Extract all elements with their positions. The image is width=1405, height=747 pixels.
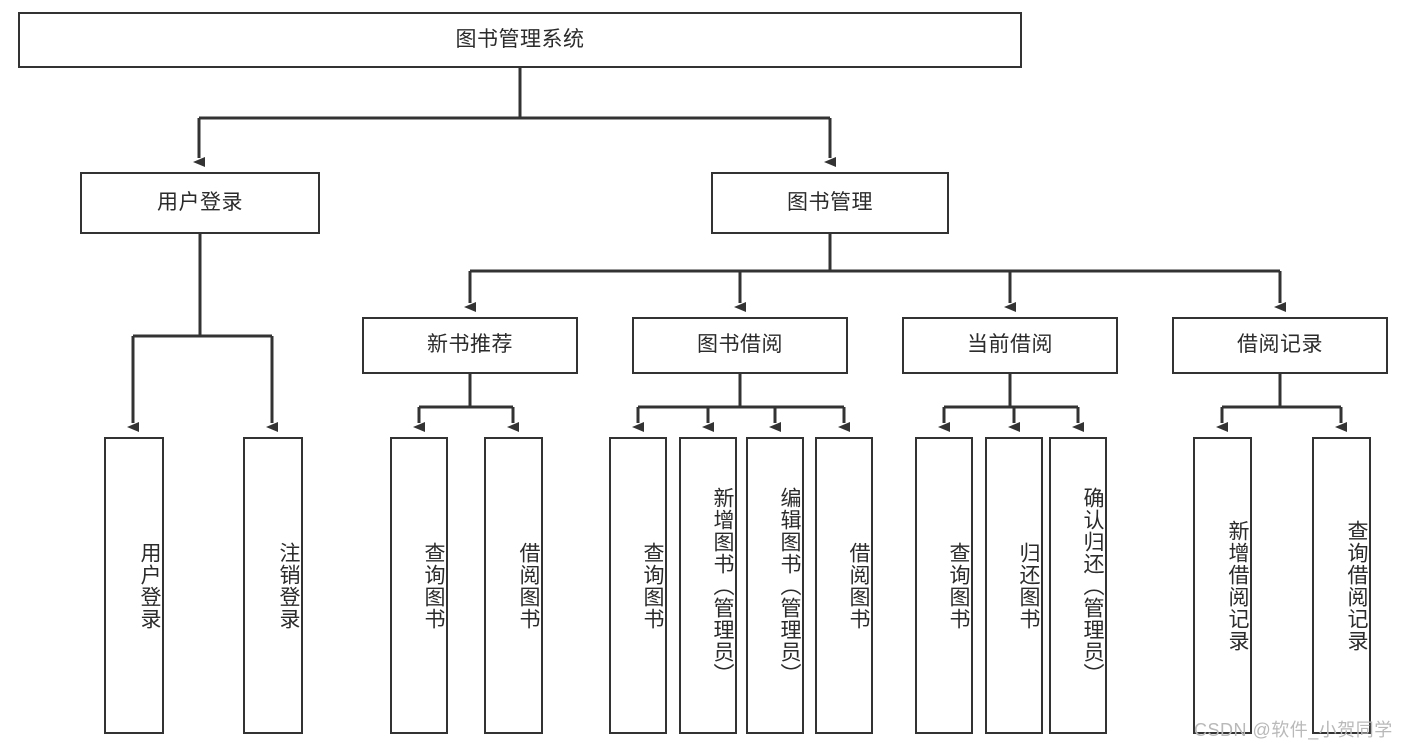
node-leaf-edit-book-label: 编辑图书（管理员） [778, 486, 801, 685]
node-leaf-add-record-label: 新增借阅记录 [1226, 519, 1249, 652]
node-leaf-logout[interactable]: 注销登录 [243, 437, 303, 734]
node-book-borrow-label: 图书借阅 [697, 333, 783, 357]
watermark-text: CSDN @软件_小贺同学 [1194, 720, 1393, 740]
node-root-label: 图书管理系统 [455, 27, 585, 51]
node-borrow-record-label: 借阅记录 [1237, 333, 1323, 357]
node-leaf-borrow-book-2-label: 借阅图书 [847, 541, 870, 630]
node-leaf-user-login[interactable]: 用户登录 [104, 437, 164, 734]
node-current-borrow-label: 当前借阅 [967, 333, 1053, 357]
node-leaf-borrow-book-2[interactable]: 借阅图书 [815, 437, 873, 734]
node-new-book-recommend-label: 新书推荐 [427, 333, 513, 357]
node-leaf-borrow-book-1[interactable]: 借阅图书 [484, 437, 543, 734]
node-leaf-add-record[interactable]: 新增借阅记录 [1193, 437, 1252, 734]
node-leaf-borrow-book-1-label: 借阅图书 [517, 541, 540, 630]
node-leaf-add-book-label: 新增图书（管理员） [711, 486, 734, 685]
node-leaf-user-login-label: 用户登录 [138, 541, 161, 630]
node-root[interactable]: 图书管理系统 [18, 12, 1022, 68]
node-leaf-logout-label: 注销登录 [277, 541, 300, 630]
node-leaf-add-book[interactable]: 新增图书（管理员） [679, 437, 737, 734]
node-leaf-query-record-label: 查询借阅记录 [1345, 519, 1368, 652]
node-leaf-return-book[interactable]: 归还图书 [985, 437, 1043, 734]
node-leaf-edit-book[interactable]: 编辑图书（管理员） [746, 437, 804, 734]
node-book-borrow[interactable]: 图书借阅 [632, 317, 848, 374]
node-leaf-query-record[interactable]: 查询借阅记录 [1312, 437, 1371, 734]
node-leaf-query-book-2-label: 查询图书 [641, 541, 664, 630]
node-book-manage-label: 图书管理 [787, 190, 873, 214]
node-new-book-recommend[interactable]: 新书推荐 [362, 317, 578, 374]
node-leaf-confirm-return[interactable]: 确认归还（管理员） [1049, 437, 1107, 734]
node-leaf-query-book-3[interactable]: 查询图书 [915, 437, 973, 734]
node-book-manage[interactable]: 图书管理 [711, 172, 949, 234]
node-current-borrow[interactable]: 当前借阅 [902, 317, 1118, 374]
node-leaf-query-book-3-label: 查询图书 [947, 541, 970, 630]
node-leaf-return-book-label: 归还图书 [1017, 541, 1040, 630]
node-leaf-query-book-1[interactable]: 查询图书 [390, 437, 448, 734]
node-user-login[interactable]: 用户登录 [80, 172, 320, 234]
node-borrow-record[interactable]: 借阅记录 [1172, 317, 1388, 374]
node-leaf-query-book-2[interactable]: 查询图书 [609, 437, 667, 734]
node-leaf-confirm-return-label: 确认归还（管理员） [1081, 486, 1104, 685]
node-user-login-label: 用户登录 [157, 190, 243, 214]
node-leaf-query-book-1-label: 查询图书 [422, 541, 445, 630]
